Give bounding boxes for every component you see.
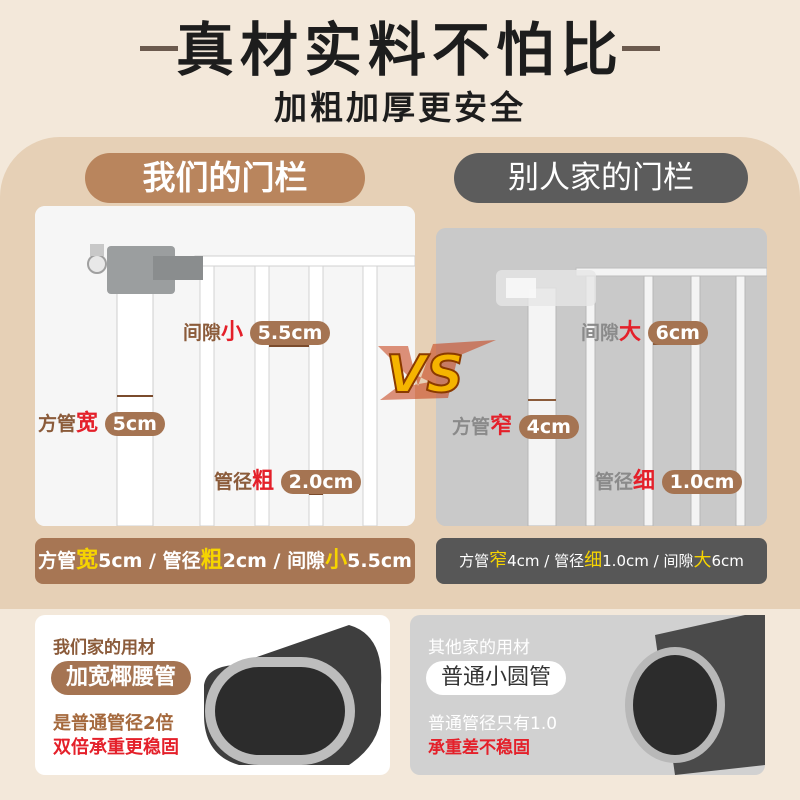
ours-material-pill: 加宽椰腰管 [51,661,191,695]
round-tube-icon [625,615,765,775]
title-dash-right [622,46,660,51]
ours-material-line2: 双倍承重更稳固 [53,737,179,758]
theirs-summary-strip: 方管窄4cm / 管径细1.0cm / 间隙大6cm [436,538,767,584]
ours-gap-callout: 间隙小 5.5cm [183,314,331,346]
theirs-material-line1: 普通管径只有1.0 [428,714,558,734]
oval-tube-icon [204,625,382,765]
page-subtitle: 加粗加厚更安全 [274,88,526,127]
ours-tube-callout: 方管宽 5cm [38,405,165,437]
theirs-material-card: 其他家的用材 普通小圆管 普通管径只有1.0 承重差不稳固 [410,615,765,775]
page-title: 真材实料不怕比 [175,16,624,84]
ours-material-caption: 我们家的用材 [53,638,155,658]
theirs-gate-drawing [436,228,768,527]
theirs-material-caption: 其他家的用材 [428,638,530,658]
theirs-material-line2: 承重差不稳固 [428,738,530,758]
ours-pipe-callout: 管径粗 2.0cm [214,463,362,495]
ours-label: 我们的门栏 [85,153,365,203]
theirs-gap-callout: 间隙大 6cm [581,314,708,346]
vs-badge: VS [378,336,498,406]
ours-summary-strip: 方管宽5cm / 管径粗2cm / 间隙小5.5cm [35,538,415,584]
ours-material-card: 我们家的用材 加宽椰腰管 是普通管径2倍 双倍承重更稳固 [35,615,390,775]
vs-text: VS [386,345,464,405]
theirs-gate-image [436,228,768,527]
theirs-tube-callout: 方管窄 4cm [452,408,579,440]
theirs-pipe-callout: 管径细 1.0cm [595,463,743,495]
ours-material-line1: 是普通管径2倍 [53,713,174,734]
theirs-label: 别人家的门栏 [454,153,748,203]
title-dash-left [140,46,178,51]
theirs-material-pill: 普通小圆管 [426,661,566,695]
